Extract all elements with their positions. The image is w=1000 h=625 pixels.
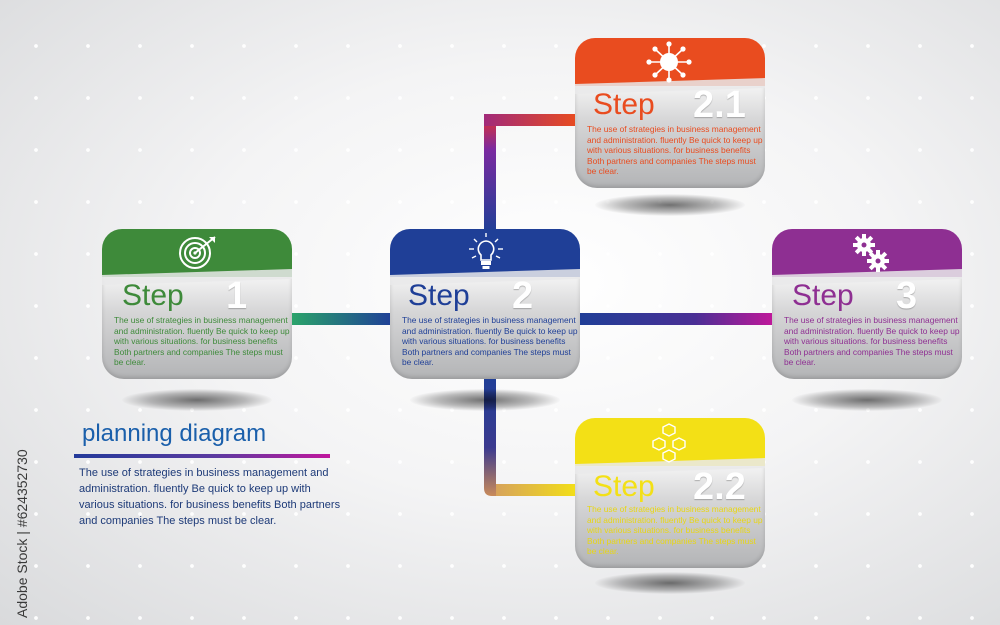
card-body <box>390 275 580 379</box>
step-2-label: Step <box>408 279 470 312</box>
step-2-1-label: Step <box>593 88 655 121</box>
card-body <box>102 275 292 379</box>
watermark-text: Adobe Stock | #624352730 <box>14 449 30 618</box>
title-underline <box>74 454 330 458</box>
card-body <box>772 275 962 379</box>
card-header <box>772 229 962 277</box>
card-shadow <box>410 389 560 411</box>
card-header <box>575 418 765 466</box>
step-3-label: Step <box>792 279 854 312</box>
diagram-title: planning diagram <box>82 420 267 447</box>
card-body <box>575 464 765 568</box>
header-fold <box>772 269 962 285</box>
gears-icon <box>853 234 889 272</box>
cubes-icon <box>652 423 686 463</box>
target-icon <box>179 236 216 269</box>
step-1-number: 1 <box>226 275 248 317</box>
card-shadow <box>792 389 942 411</box>
card-shadow <box>595 572 745 594</box>
lightbulb-icon <box>469 233 503 269</box>
connector-2-21 <box>484 114 578 232</box>
network-icon <box>646 41 692 83</box>
card-shadow <box>122 389 272 411</box>
card-header <box>102 229 292 277</box>
header-fold <box>102 269 292 285</box>
header-fold <box>390 269 580 285</box>
step-2-2-label: Step <box>593 470 655 503</box>
header-fold <box>575 78 765 94</box>
step-2-2-description: The use of strategies in business manage… <box>587 504 763 556</box>
step-1-description: The use of strategies in business manage… <box>114 315 290 367</box>
step-2-2-number: 2.2 <box>693 466 746 508</box>
connector-1-2 <box>292 313 392 325</box>
header-fold <box>575 458 765 474</box>
step-3-number: 3 <box>896 275 918 317</box>
step-3-description: The use of strategies in business manage… <box>784 315 960 367</box>
connector-2-3 <box>578 313 773 325</box>
card-body <box>575 84 765 188</box>
connector-2-22 <box>484 375 578 496</box>
step-2-1-description: The use of strategies in business manage… <box>587 124 763 176</box>
step-2-1-number: 2.1 <box>693 84 746 126</box>
diagram-description: The use of strategies in business manage… <box>79 467 341 527</box>
step-1-label: Step <box>122 279 184 312</box>
card-shadow <box>595 194 745 216</box>
step-2-number: 2 <box>512 275 534 317</box>
step-2-description: The use of strategies in business manage… <box>402 315 578 367</box>
watermark: Adobe Stock | #624352730 <box>14 449 30 618</box>
